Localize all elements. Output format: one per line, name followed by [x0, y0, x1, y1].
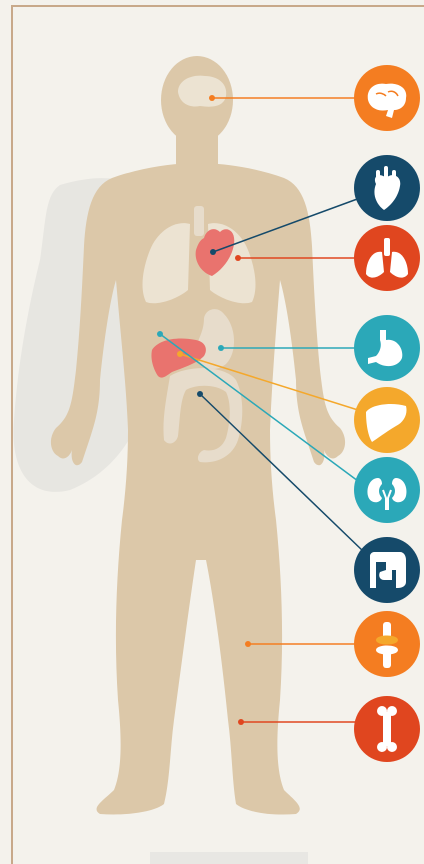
- bottom-tab: [150, 852, 308, 864]
- stomach-icon: [354, 315, 420, 381]
- joint-icon: [354, 611, 420, 677]
- pin-kidneys: [157, 331, 163, 337]
- organ-icons: [354, 65, 420, 762]
- pin-heart: [210, 249, 216, 255]
- pin-intestine: [197, 391, 203, 397]
- lungs-icon: [354, 225, 420, 291]
- bone-icon: [354, 696, 420, 762]
- pin-stomach: [218, 345, 224, 351]
- pin-liver: [177, 351, 183, 357]
- heart-icon: [354, 155, 420, 221]
- pin-brain: [209, 95, 215, 101]
- kidneys-icon: [354, 457, 420, 523]
- pin-lungs: [235, 255, 241, 261]
- pin-joint: [245, 641, 251, 647]
- brain-icon: [354, 65, 420, 131]
- pin-bone: [238, 719, 244, 725]
- liver-icon: [354, 387, 420, 453]
- trachea-shape: [194, 206, 204, 236]
- brain-shape: [178, 76, 226, 107]
- intestine-icon: [354, 537, 420, 603]
